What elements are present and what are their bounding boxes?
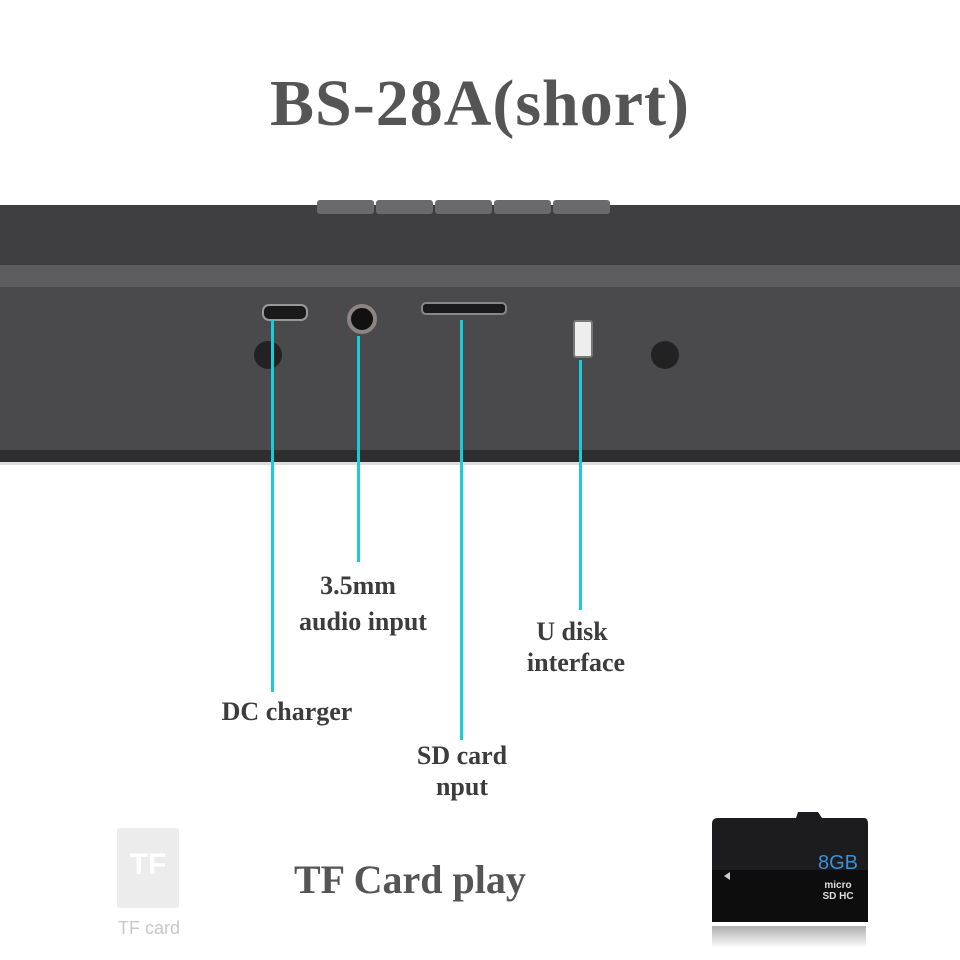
usb-label-1: U disk [536, 617, 608, 646]
speaker-top [0, 205, 960, 265]
dc-label: DC charger [221, 697, 353, 726]
play-pause-button [435, 200, 492, 214]
mode-button [376, 200, 433, 214]
audio-label-2: audio input [299, 607, 427, 636]
tf-icon-caption: TF card [118, 918, 181, 938]
mic-hole [254, 341, 282, 369]
volume-down-button [494, 200, 551, 214]
dc-callout-line [271, 320, 274, 692]
speaker-base [0, 450, 960, 465]
usb-port [573, 320, 593, 358]
volume-up-button [553, 200, 610, 214]
usb-callout-line [579, 360, 582, 610]
card-reflection [712, 926, 866, 948]
product-title: BS-28A(short) [270, 67, 690, 140]
audio-jack-port [347, 304, 377, 334]
audio-callout-line [357, 336, 360, 562]
audio-label-1: 3.5mm [320, 571, 396, 600]
sd-label-1: SD card [416, 741, 508, 770]
sd-label-2: nput [435, 772, 489, 801]
micro-sd-card-image: 8GB micro SD HC [708, 810, 870, 924]
usb-label-2: interface [526, 648, 626, 677]
tf-card-icon: TF [117, 828, 179, 908]
tf-icon-text: TF [129, 848, 167, 881]
card-capacity: 8GB [817, 852, 858, 874]
tf-card-heading: TF Card play [294, 857, 526, 902]
micro-usb-port [262, 304, 308, 321]
card-brand: micro SD HC [822, 880, 854, 902]
speaker-band [0, 265, 960, 287]
ir-hole [651, 341, 679, 369]
sd-slot [421, 302, 507, 315]
sd-callout-line [460, 320, 463, 740]
power-button [317, 200, 374, 214]
